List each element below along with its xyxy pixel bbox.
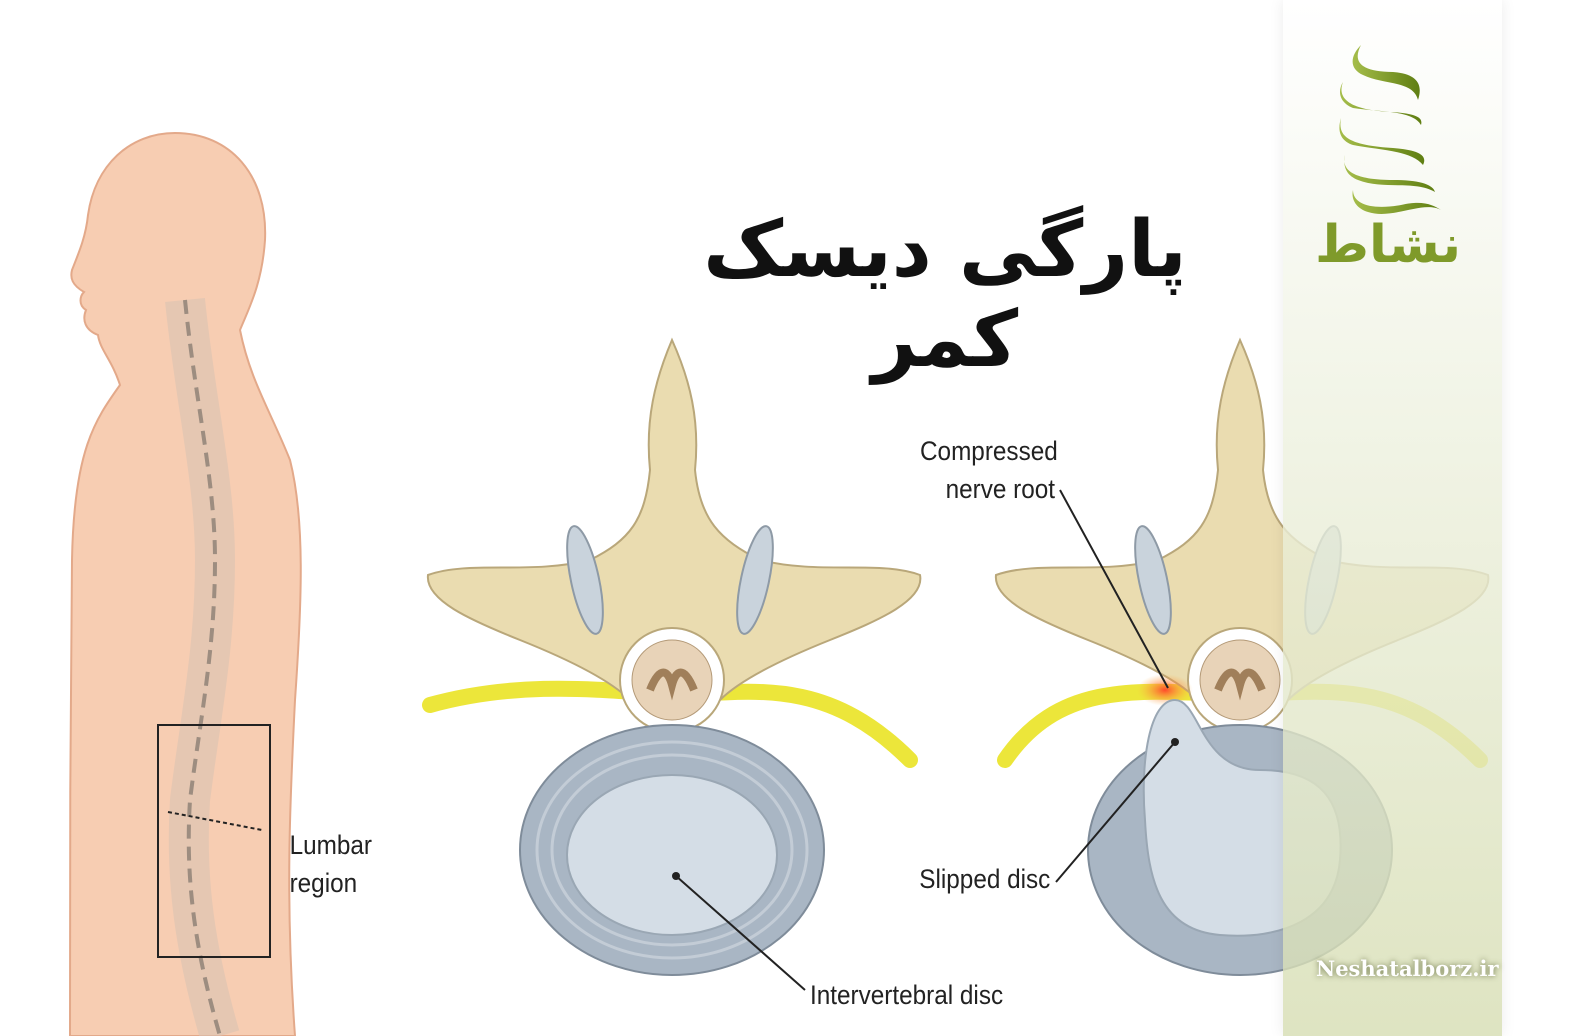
spine-column <box>165 298 240 1036</box>
lumbar-region-label: Lumbar region <box>290 826 372 902</box>
page-title: پارگی دیسک کمر <box>703 205 1187 385</box>
intervertebral-disc-label: Intervertebral disc <box>810 980 1004 1010</box>
lumbar-label-line2: region <box>289 868 358 898</box>
brand-sidebar: نشاط <box>1283 0 1502 1036</box>
compressed-nerve-root-label: Compressed nerve root <box>920 432 1058 508</box>
brand-logo: نشاط <box>1315 45 1461 275</box>
compressed-label-line1: Compressed <box>920 436 1058 466</box>
compressed-label-line2: nerve root <box>945 474 1055 504</box>
logo-leaf-icon <box>1339 45 1441 214</box>
healthy-vertebra <box>422 337 922 991</box>
logo-text: نشاط <box>1315 215 1461 275</box>
slipped-disc-label: Slipped disc <box>919 864 1051 894</box>
human-body-silhouette <box>69 131 302 1036</box>
lumbar-region-box <box>157 724 271 958</box>
lumbar-label-line1: Lumbar <box>289 830 372 860</box>
website-watermark: Neshatalborz.ir <box>1316 956 1499 981</box>
lumbar-dotted-line <box>167 811 263 831</box>
